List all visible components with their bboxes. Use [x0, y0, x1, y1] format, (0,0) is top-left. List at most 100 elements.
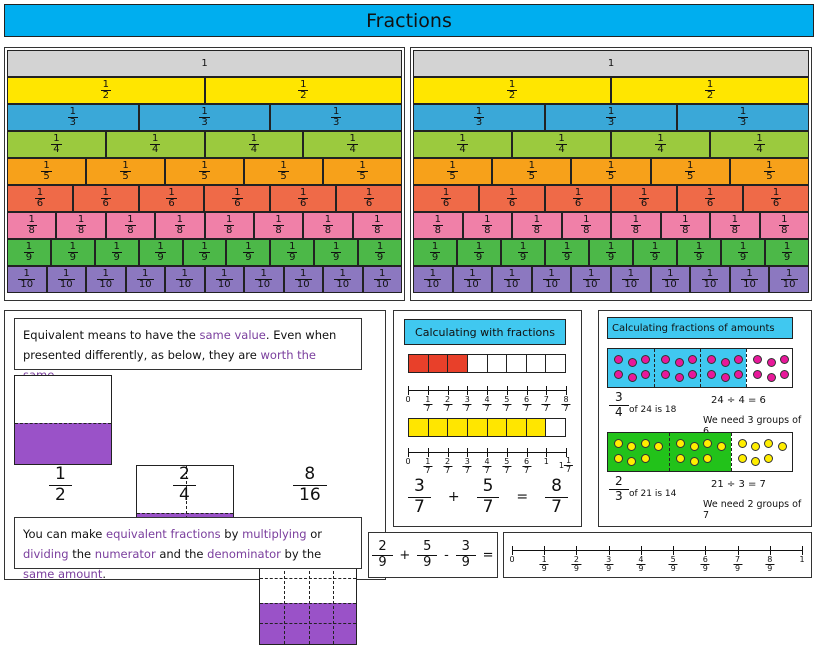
counter-dot: [764, 439, 774, 448]
tick-mark: [673, 546, 675, 555]
counter-dot: [661, 355, 670, 364]
tick-mark: [512, 546, 513, 555]
bar-group: [746, 349, 792, 387]
equivalent-rule: You can make equivalent fractions by mul…: [14, 517, 362, 581]
page-title-text: Fractions: [366, 9, 452, 32]
tick-mark: [705, 546, 707, 555]
tick-mark: [608, 546, 610, 555]
counter-dot: [627, 358, 637, 367]
strip-cell: [409, 419, 429, 436]
tick-mark: [566, 448, 567, 457]
tick-mark: [546, 448, 548, 457]
bar-group: [608, 433, 670, 471]
counter-dot: [734, 370, 744, 379]
counter-dot: [737, 454, 747, 463]
tick-mark: [640, 546, 642, 555]
strip-cell: [487, 419, 508, 436]
counter-dot: [753, 370, 762, 379]
counter-dot: [627, 373, 637, 382]
counter-dot: [674, 358, 684, 367]
counter-dot: [689, 442, 699, 451]
tick-mark: [802, 546, 803, 555]
strip-cell: [526, 419, 547, 436]
counter-dot: [780, 355, 790, 364]
counter-dot: [716, 442, 726, 451]
strip-cell: [409, 355, 429, 372]
strip-cell: [428, 355, 449, 372]
half-square: [14, 375, 112, 465]
counter-dot: [766, 358, 776, 367]
counter-dot: [780, 370, 790, 379]
counter-dot: [734, 355, 744, 364]
strip-cell: [448, 419, 468, 436]
bar-group: [654, 349, 700, 387]
bar-group: [608, 349, 654, 387]
strip-cell: [546, 355, 565, 372]
counter-dot: [627, 457, 637, 466]
